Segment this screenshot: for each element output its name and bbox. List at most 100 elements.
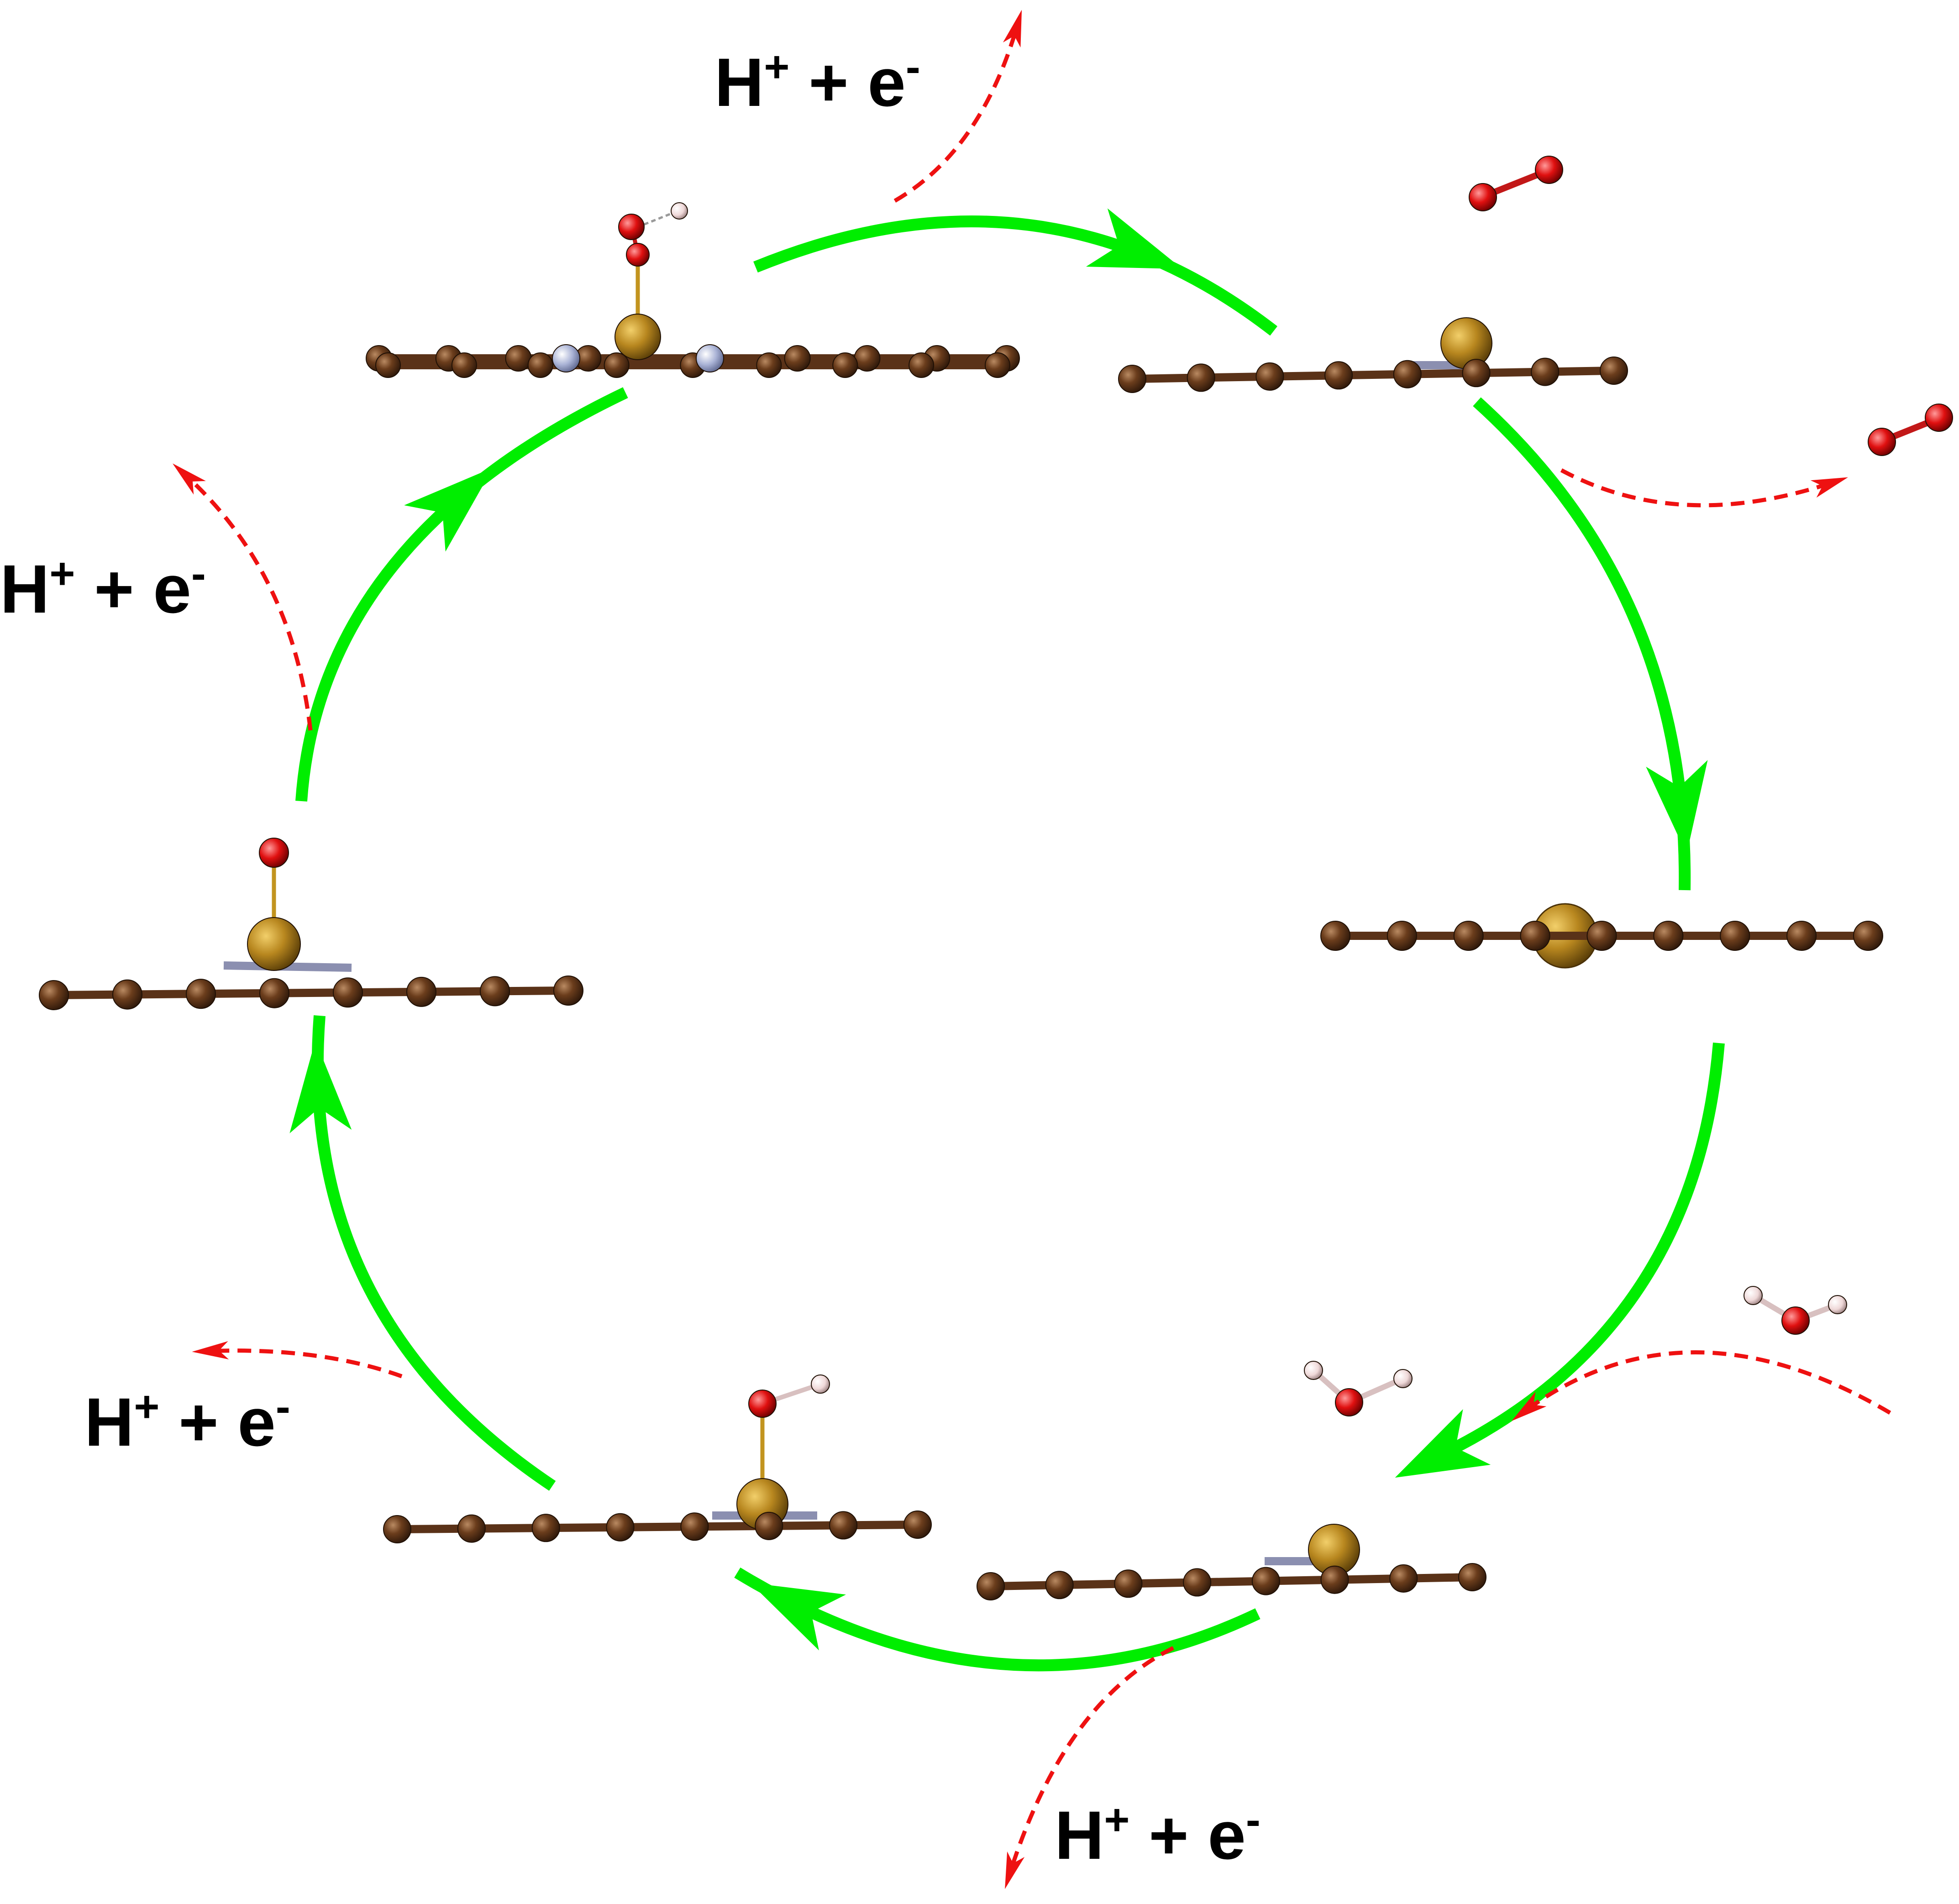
proton-symbol: H bbox=[1055, 1797, 1104, 1873]
carbon-atom bbox=[756, 352, 782, 378]
carbon-atom bbox=[186, 979, 216, 1009]
nitrogen-atom bbox=[552, 344, 580, 372]
cycle-arrow-h2o-to-oh bbox=[734, 1567, 1260, 1672]
carbon-atom bbox=[1387, 921, 1417, 951]
cycle-arrow-ooh-to-o2 bbox=[753, 215, 1277, 336]
proton-charge: + bbox=[1104, 1795, 1130, 1845]
carbon-atom bbox=[680, 1512, 709, 1541]
carbon-atom bbox=[1114, 1569, 1143, 1598]
carbon-atom bbox=[1324, 361, 1353, 390]
carbon-atom bbox=[1183, 1568, 1212, 1597]
carbon-atom bbox=[553, 976, 583, 1006]
nitrogen-atom bbox=[696, 344, 724, 372]
cycle-arrow-o-to-ooh-head bbox=[404, 467, 493, 552]
carbon-atom bbox=[854, 345, 881, 372]
OOH-adsorbed bbox=[366, 202, 1020, 378]
electron-symbol: e bbox=[867, 44, 906, 121]
carbon-atom bbox=[829, 1511, 858, 1540]
oxygen-atom bbox=[259, 838, 289, 868]
carbon-atom bbox=[505, 345, 532, 372]
oxygen-atom bbox=[748, 1390, 777, 1418]
electron-charge: - bbox=[1245, 1795, 1260, 1845]
electron-charge: - bbox=[191, 549, 206, 598]
carbon-atom bbox=[259, 978, 289, 1008]
carbon-atom bbox=[1045, 1571, 1074, 1600]
carbon-atom bbox=[1187, 363, 1215, 392]
carbon-atom bbox=[1853, 921, 1883, 951]
oxygen-atom bbox=[618, 214, 645, 240]
dashed-arrow-bottom-head bbox=[1005, 1851, 1025, 1889]
dashed-arrow-lower-left bbox=[205, 1348, 403, 1379]
dashed-arrow-left-head bbox=[173, 463, 206, 495]
carbon-atom bbox=[457, 1514, 486, 1543]
carbon-atom bbox=[1786, 921, 1817, 951]
oxygen-atom bbox=[1868, 428, 1896, 456]
dashed-arrow-top-head bbox=[1003, 10, 1022, 47]
metal-atom bbox=[1440, 317, 1492, 369]
carbon-atom bbox=[383, 1515, 411, 1543]
carbon-atom bbox=[1462, 359, 1491, 388]
carbon-atom bbox=[755, 1511, 783, 1540]
carbon-atom bbox=[832, 352, 858, 378]
carbon-atom bbox=[1458, 1563, 1486, 1591]
dashed-arrow-h2o-in bbox=[1521, 1350, 1891, 1415]
metal-atom bbox=[614, 314, 661, 360]
proton-charge: + bbox=[134, 1382, 160, 1432]
hydrogen-atom bbox=[1828, 1295, 1847, 1314]
carbon-atom bbox=[406, 976, 436, 1007]
oxygen-atom bbox=[1925, 404, 1953, 432]
carbon-atom bbox=[1255, 362, 1284, 391]
carbon-atom bbox=[1720, 921, 1750, 951]
carbon-atom bbox=[112, 979, 142, 1010]
plus-sign: + bbox=[94, 551, 134, 627]
carbon-atom bbox=[1118, 365, 1146, 393]
proton-symbol: H bbox=[84, 1384, 134, 1460]
carbon-atom bbox=[1520, 921, 1550, 951]
electron-charge: - bbox=[275, 1382, 290, 1432]
proton-electron-label-top: H+ + e- bbox=[714, 45, 920, 116]
proton-symbol: H bbox=[0, 551, 50, 627]
carbon-atom bbox=[1389, 1564, 1418, 1593]
electron-symbol: e bbox=[1208, 1797, 1246, 1873]
plus-sign: + bbox=[179, 1384, 219, 1460]
dashed-arrow-top bbox=[893, 22, 1020, 203]
proton-charge: + bbox=[49, 549, 75, 598]
carbon-atom bbox=[527, 352, 553, 378]
oxygen-atom bbox=[1781, 1306, 1810, 1335]
carbon-atom bbox=[480, 976, 510, 1007]
carbon-atom bbox=[333, 977, 363, 1008]
bare-catalyst-with-O2 bbox=[1118, 156, 1953, 456]
bare-catalyst-with-H2O bbox=[977, 1286, 1847, 1600]
carbon-atom bbox=[1320, 1565, 1349, 1594]
carbon-atom bbox=[1586, 921, 1617, 951]
bare-catalyst-top-view bbox=[1320, 903, 1883, 969]
carbon-atom bbox=[1251, 1567, 1280, 1595]
cycle-arrow-bare-to-h2o bbox=[1410, 1042, 1725, 1473]
carbon-atom bbox=[604, 352, 630, 378]
proton-charge: + bbox=[764, 42, 790, 92]
carbon-atom bbox=[1600, 357, 1628, 385]
cycle-arrow-bare-to-h2o-head bbox=[1395, 1409, 1491, 1478]
cycle-arrow-o2-to-bare-head bbox=[1646, 760, 1708, 855]
carbon-atom bbox=[1320, 921, 1350, 951]
carbon-atom bbox=[1531, 357, 1560, 386]
cycle-arrow-o2-to-bare bbox=[1473, 397, 1691, 891]
plus-sign: + bbox=[1149, 1797, 1189, 1873]
carbon-atom bbox=[977, 1572, 1005, 1600]
proton-electron-label-left: H+ + e- bbox=[0, 552, 206, 623]
metal-atom bbox=[247, 917, 301, 971]
dashed-arrow-bottom bbox=[1007, 1646, 1175, 1877]
electron-symbol: e bbox=[237, 1384, 276, 1460]
hydrogen-atom bbox=[1304, 1361, 1323, 1380]
carbon-atom bbox=[1453, 921, 1484, 951]
hydrogen-atom bbox=[811, 1374, 830, 1394]
proton-electron-label-bottom: H+ + e- bbox=[1055, 1798, 1260, 1869]
carbon-atom bbox=[39, 980, 69, 1010]
carbon-atom bbox=[451, 352, 477, 378]
carbon-atom bbox=[784, 345, 811, 372]
oxygen-atom bbox=[1535, 156, 1563, 184]
dashed-arrow-o2-release bbox=[1560, 468, 1836, 508]
carbon-atom bbox=[1393, 360, 1422, 388]
